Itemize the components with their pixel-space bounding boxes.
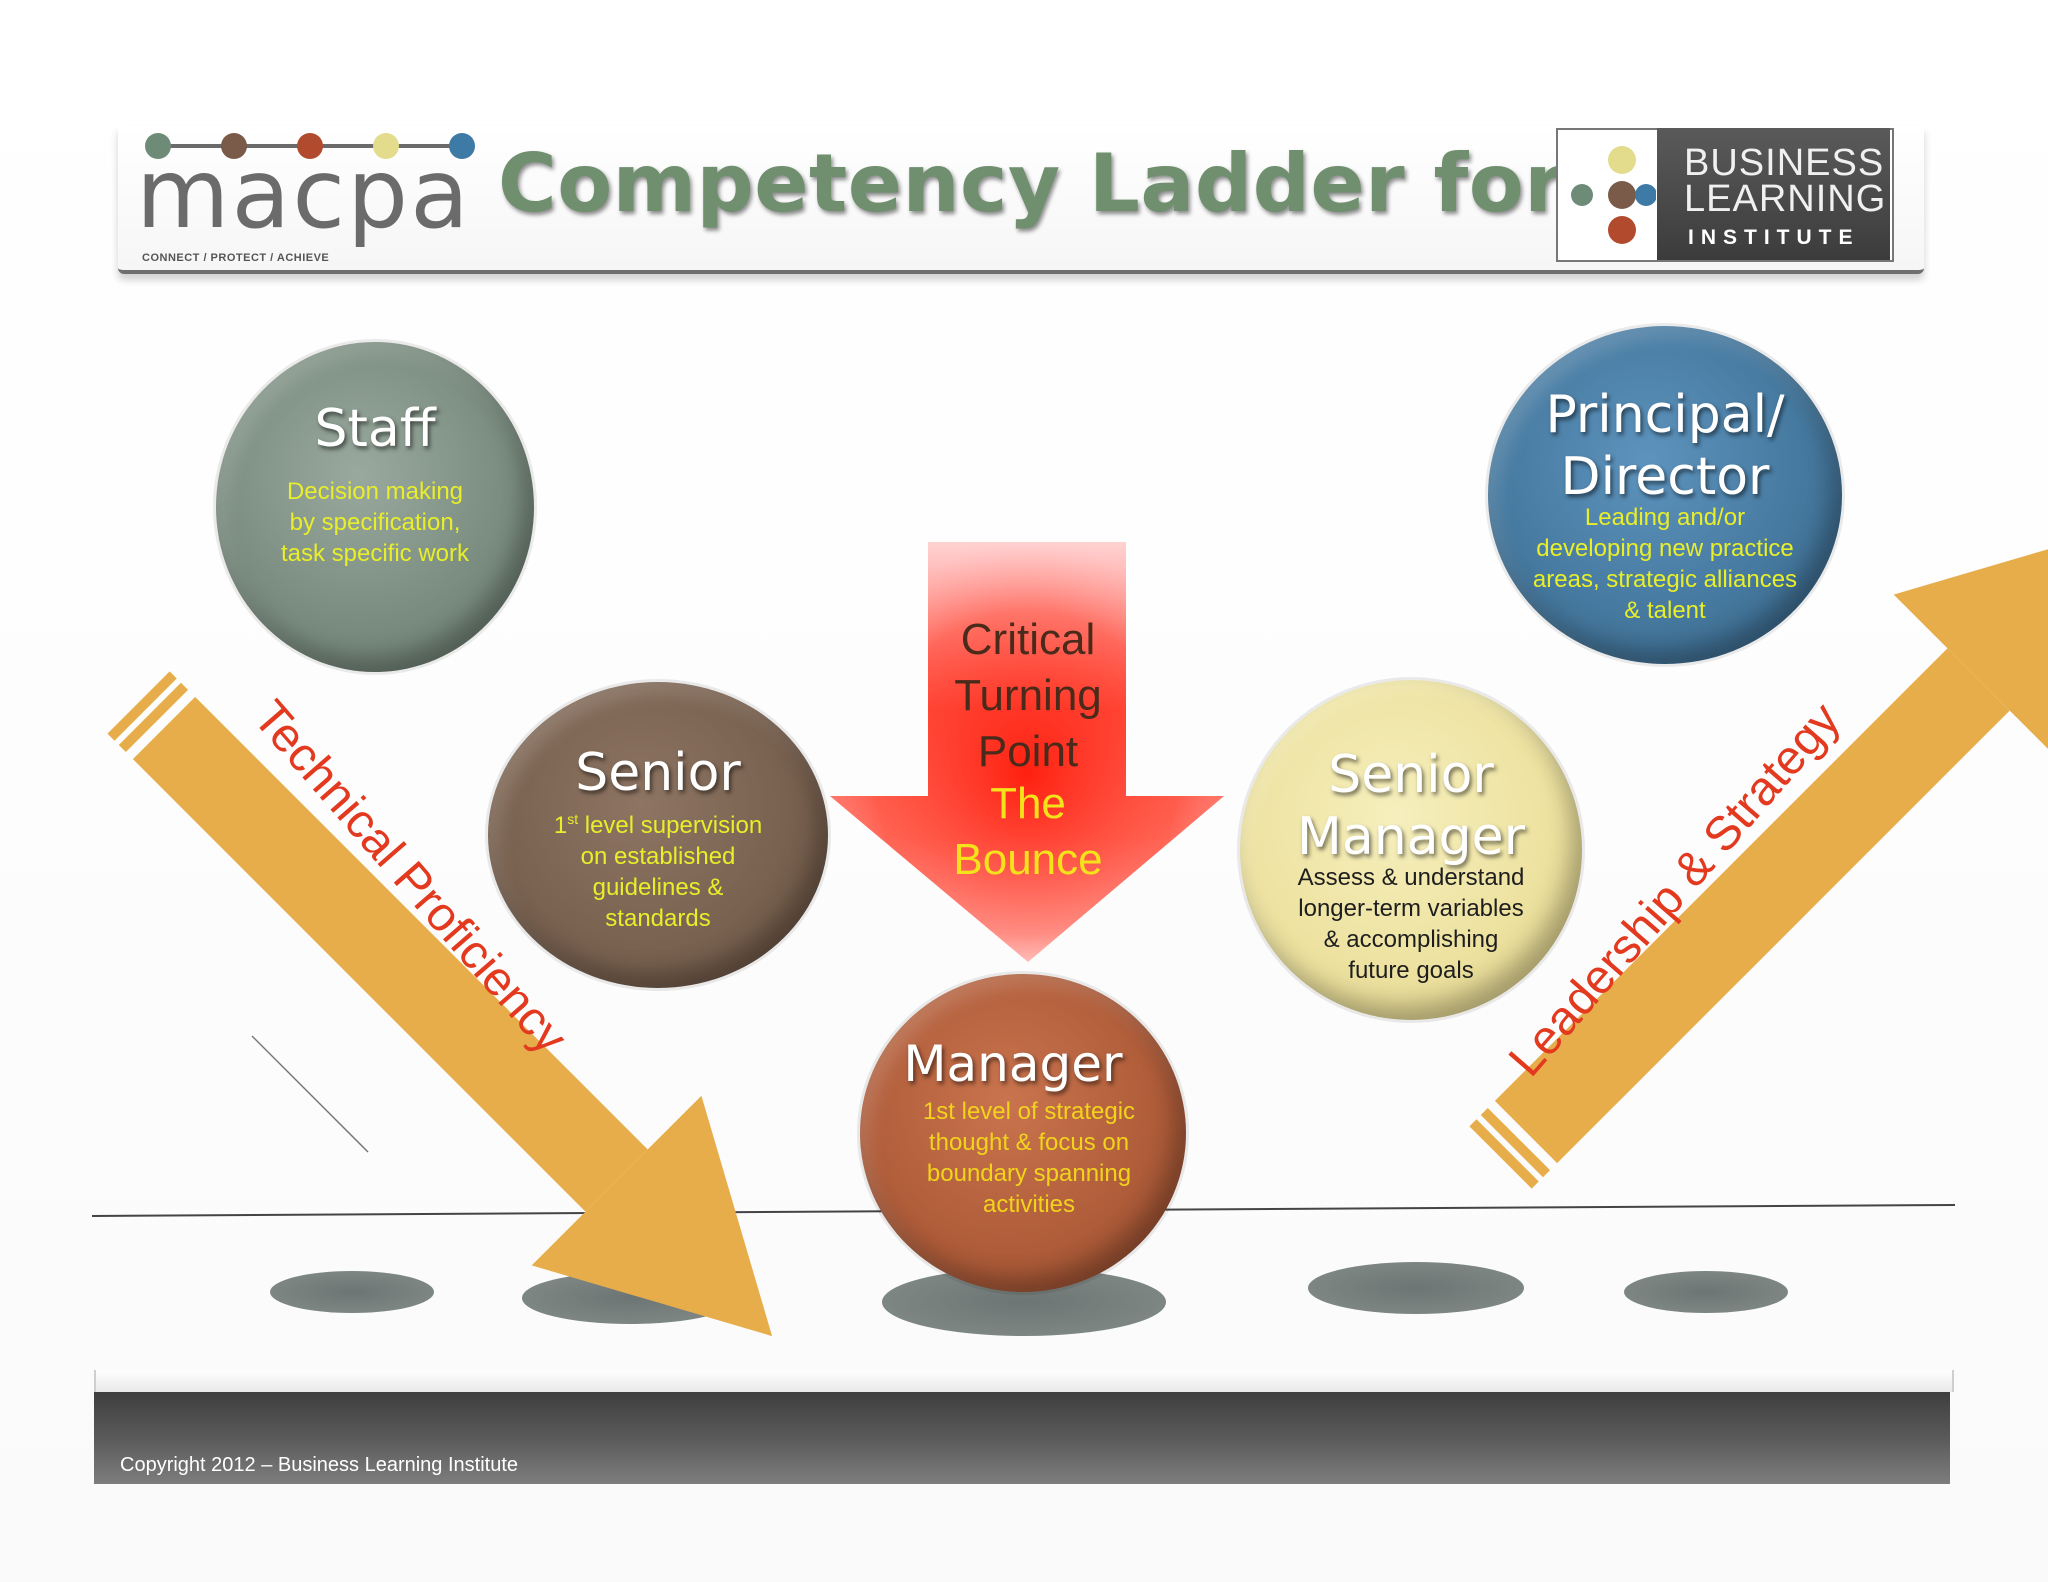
- senior-manager-shadow: [1308, 1262, 1524, 1314]
- principal-shadow: [1624, 1271, 1788, 1313]
- bli-logo-institute: INSTITUTE: [1688, 226, 1860, 249]
- senior-circle: Senior 1st level supervision on establis…: [488, 682, 828, 988]
- senior-manager-circle: Senior Manager Assess & understand longe…: [1240, 680, 1582, 1020]
- principal-director-title: Principal/ Director: [1545, 385, 1785, 508]
- bli-dot: [1608, 146, 1636, 174]
- decor-line: [251, 1035, 369, 1153]
- logo-dot: [449, 133, 475, 159]
- logo-dot: [373, 133, 399, 159]
- logo-dot: [297, 133, 323, 159]
- footer-bar: [94, 1392, 1950, 1484]
- staff-shadow: [270, 1271, 434, 1313]
- bli-dot: [1635, 184, 1656, 206]
- bounce-arrow: [830, 542, 1224, 962]
- staff-title: Staff: [314, 399, 436, 459]
- critical-turning-point-label: Critical Turning Point: [954, 615, 1102, 776]
- bli-dot: [1608, 216, 1636, 244]
- principal-director-circle: Principal/ Director Leading and/or devel…: [1488, 326, 1842, 664]
- bli-logo-learning: LEARNING: [1684, 178, 1887, 220]
- principal-director-description: Leading and/or developing new practice a…: [1532, 504, 1798, 624]
- senior-manager-description: Assess & understand longer-term variable…: [1297, 864, 1525, 984]
- footer-bevel: [94, 1370, 1954, 1392]
- manager-title: Manager: [903, 1035, 1123, 1093]
- bli-logo-dots: [1571, 146, 1656, 244]
- copyright-text: Copyright 2012 – Business Learning Insti…: [120, 1454, 519, 1476]
- bli-logo-business: BUSINESS: [1684, 142, 1885, 184]
- logo-dot: [221, 133, 247, 159]
- senior-manager-title: Senior Manager: [1297, 745, 1525, 868]
- manager-description: 1st level of strategic thought & focus o…: [922, 1098, 1136, 1218]
- manager-shadow: [882, 1268, 1166, 1336]
- technical-proficiency-arrow: [107, 671, 773, 1337]
- logo-dot: [145, 133, 171, 159]
- staff-description: Decision making by specification, task s…: [280, 478, 470, 567]
- macpa-logo-tagline: CONNECT / PROTECT / ACHIEVE: [142, 252, 330, 264]
- manager-circle: Manager 1st level of strategic thought &…: [860, 974, 1186, 1292]
- bli-dot: [1571, 184, 1593, 206]
- bli-logo-panel: [1657, 128, 1890, 260]
- senior-description: 1st level supervision on established gui…: [553, 811, 763, 932]
- the-bounce-label: The Bounce: [953, 779, 1103, 884]
- senior-title: Senior: [575, 743, 741, 803]
- macpa-logo-dots: [145, 133, 475, 159]
- macpa-logo-word: macpa: [136, 138, 471, 250]
- bli-dot: [1608, 181, 1636, 209]
- leadership-strategy-arrow: [1469, 523, 2048, 1189]
- staff-circle: Staff Decision making by specification, …: [216, 342, 534, 672]
